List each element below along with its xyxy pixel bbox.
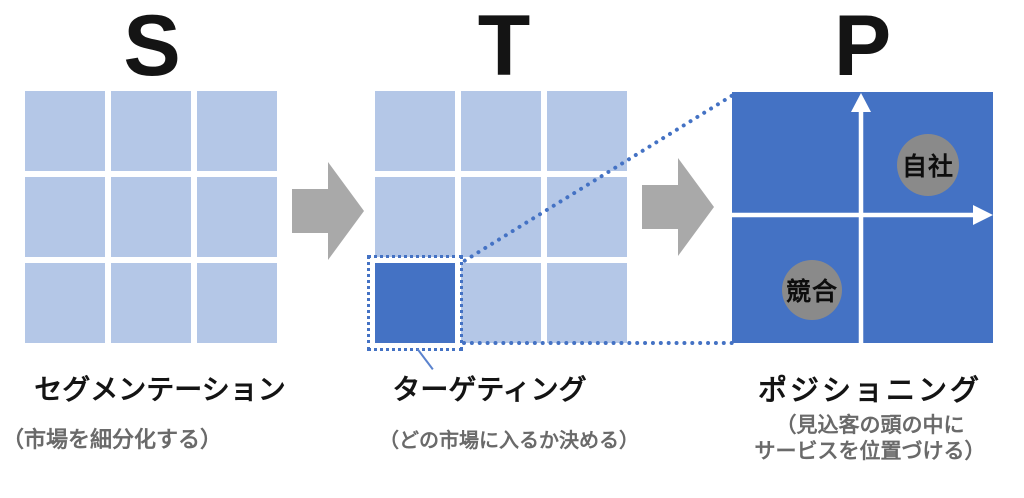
positioning-subtitle-line1: （見込客の頭の中に <box>775 414 965 437</box>
segment-cell <box>375 177 455 257</box>
segment-cell <box>111 177 191 257</box>
segment-cell <box>111 263 191 343</box>
targeting-label: ターゲティング <box>392 374 587 405</box>
segment-cell <box>111 91 191 171</box>
positioning-subtitle-line2: サービスを位置づける） <box>754 440 986 463</box>
segment-cell <box>375 91 455 171</box>
axes-icon <box>732 93 993 343</box>
company-circle: 自社 <box>897 134 959 196</box>
positioning-map: 自社 競合 <box>732 92 993 343</box>
target-segment-cell <box>375 263 455 343</box>
arrow-right-icon <box>292 162 364 260</box>
segment-cell <box>547 177 627 257</box>
segment-cell <box>197 263 277 343</box>
company-circle-label: 自社 <box>901 153 954 181</box>
segment-cell <box>25 177 105 257</box>
segment-cell <box>461 91 541 171</box>
letter-p: P <box>833 0 892 94</box>
competitor-circle-label: 競合 <box>785 278 838 306</box>
segment-cell <box>25 263 105 343</box>
zoom-line-bottom <box>462 341 734 345</box>
letter-s: S <box>123 0 181 94</box>
segment-cell <box>547 91 627 171</box>
positioning-label: ポジショニング <box>757 375 982 407</box>
segment-cell <box>25 91 105 171</box>
competitor-circle: 競合 <box>782 260 842 320</box>
segmentation-subtitle: （市場を細分化する） <box>2 427 223 452</box>
positioning-subtitle: （見込客の頭の中に サービスを位置づける） <box>722 413 1018 465</box>
arrow-right-icon <box>642 158 714 256</box>
segment-cell <box>547 263 627 343</box>
segment-cell <box>461 263 541 343</box>
targeting-subtitle: （どの市場に入るか決める） <box>379 430 639 452</box>
segment-cell <box>461 177 541 257</box>
letter-t: T <box>477 0 531 94</box>
segmentation-grid <box>25 91 277 343</box>
segmentation-label: セグメンテーション <box>34 374 286 405</box>
target-dotted-outline <box>367 255 463 351</box>
targeting-grid <box>375 91 627 343</box>
segment-cell <box>197 177 277 257</box>
segment-cell <box>197 91 277 171</box>
target-callout-line <box>416 348 434 370</box>
